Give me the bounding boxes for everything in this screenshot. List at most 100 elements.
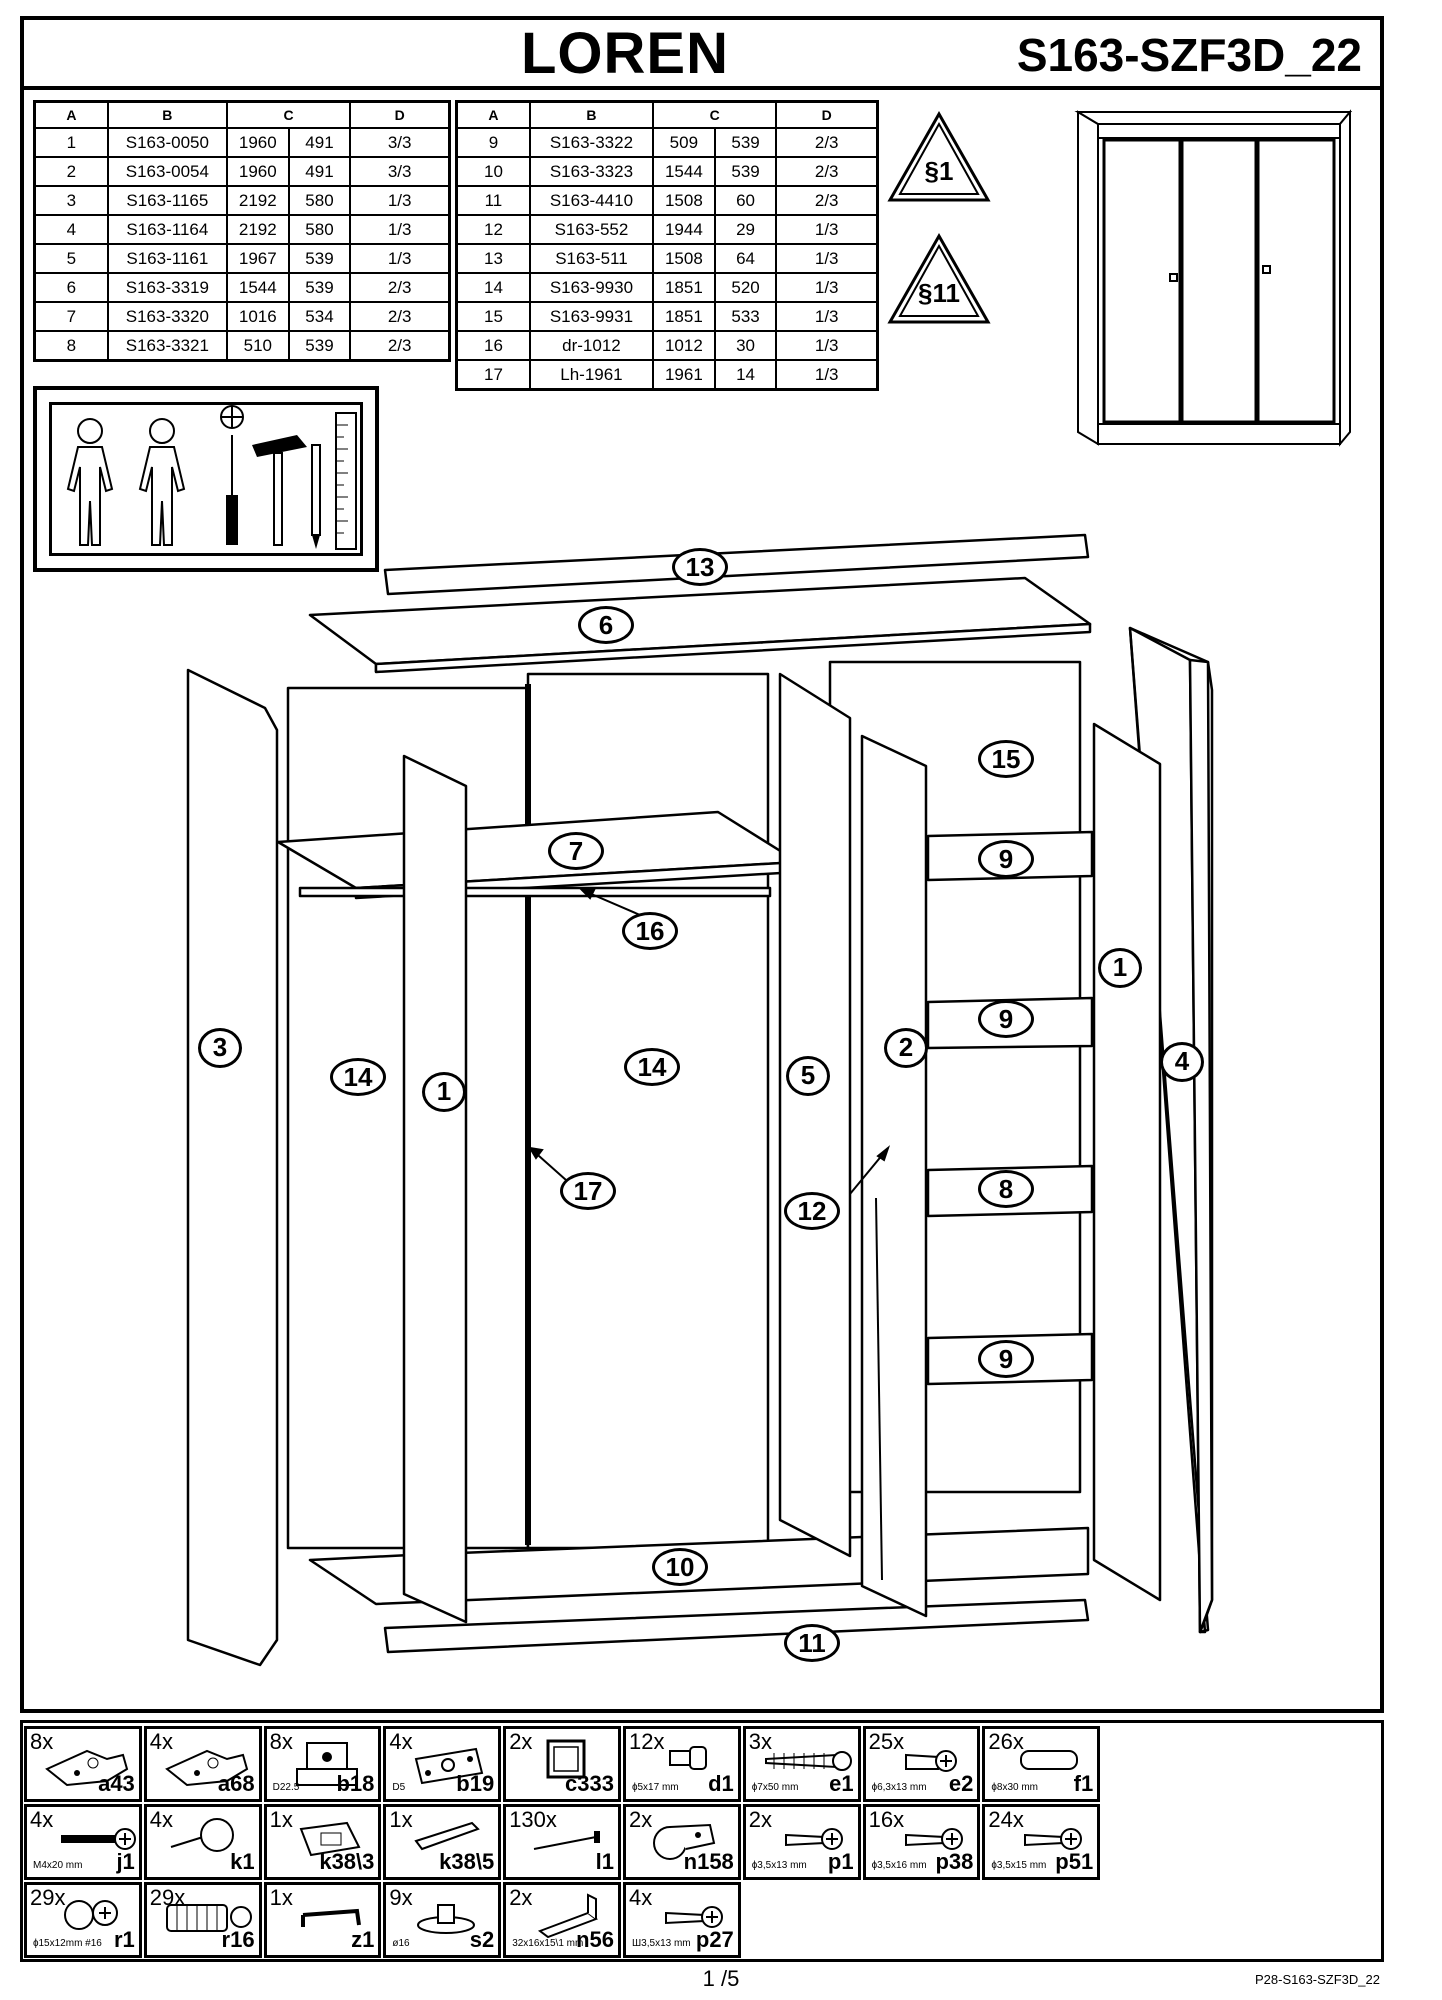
callout-part: 11 (784, 1624, 840, 1662)
hardware-qty: 1x (269, 1807, 293, 1832)
table-cell: 9 (455, 127, 531, 158)
callout-part: 14 (330, 1058, 386, 1096)
hardware-code: p27 (695, 1927, 734, 1952)
allen-key-icon (300, 1908, 361, 1927)
table-cell: 15 (455, 301, 531, 332)
table-cell: 1/3 (775, 359, 879, 391)
hardware-code: k1 (230, 1849, 255, 1874)
person-icon (138, 418, 186, 546)
hinge-icon (164, 1749, 248, 1787)
callout-part: 10 (652, 1548, 708, 1586)
part-14-back-mid (526, 672, 770, 1550)
table-cell: 1/3 (775, 301, 879, 332)
hardware-qty: 1x (269, 1885, 293, 1910)
table-cell: S163-3319 (106, 272, 228, 303)
part-16-rail (298, 886, 772, 898)
table-cell: 1/3 (775, 214, 879, 245)
hardware-qty: 9x (389, 1885, 413, 1910)
table-cell: 491 (287, 156, 352, 187)
table-cell: 1 (33, 127, 109, 158)
hardware-code: z1 (351, 1927, 375, 1952)
hardware-code: e1 (829, 1771, 854, 1796)
screwdriver-icon (226, 435, 238, 545)
part-1-door-right (1092, 722, 1162, 1602)
callout-part: 7 (548, 832, 604, 870)
hardware-code: j1 (116, 1849, 135, 1874)
table-cell: S163-1165 (106, 185, 228, 216)
table-cell: 2 (33, 156, 109, 187)
hardware-size: Ш3,5x13 mm (632, 1938, 691, 1949)
warning-triangle: §11 (886, 232, 992, 326)
table-cell: 1960 (225, 156, 290, 187)
hardware-code: p38 (935, 1849, 974, 1874)
table-cell: S163-552 (528, 214, 655, 245)
hardware-code: r16 (221, 1927, 255, 1952)
table-cell: S163-3321 (106, 330, 228, 362)
hardware-size: ɸ6,3x13 mm (871, 1782, 927, 1793)
table-cell: 1/3 (775, 272, 879, 303)
hardware-size: ɸ3,5x13 mm (751, 1860, 807, 1871)
table-cell: 1544 (225, 272, 290, 303)
callout-part: 12 (784, 1192, 840, 1230)
hinge-icon (45, 1749, 129, 1787)
hardware-code: s2 (469, 1927, 495, 1952)
hardware-qty: 3x (748, 1729, 773, 1754)
hardware-qty: 1x (389, 1807, 413, 1832)
col-header: B (528, 100, 655, 129)
dowel-icon (1020, 1750, 1079, 1770)
callout-part: 9 (978, 1340, 1034, 1378)
hardware-code: a43 (98, 1771, 135, 1796)
pencil-icon (311, 444, 321, 549)
warning-label: §1 (924, 156, 954, 186)
table-cell: 10 (455, 156, 531, 187)
table-cell: S163-4410 (528, 185, 655, 216)
hardware-item: 1x z1 (263, 1882, 382, 1958)
table-cell: S163-9931 (528, 301, 655, 332)
callout-part: 9 (978, 840, 1034, 878)
table-cell: 2/3 (775, 185, 879, 216)
header-bar: LOREN S163-SZF3D_22 (20, 16, 1384, 90)
table-cell: 60 (713, 185, 778, 216)
hardware-code: n158 (683, 1849, 734, 1874)
table-cell: 30 (713, 330, 778, 361)
col-header: A (455, 100, 531, 129)
hardware-code: l1 (595, 1849, 614, 1874)
table-cell: 1961 (652, 359, 716, 391)
square-pad-icon (546, 1739, 586, 1779)
bar-icon (414, 1821, 481, 1851)
table-cell: S163-3323 (528, 156, 655, 187)
mounting-plate-icon (415, 1747, 484, 1785)
cam-lock-icon (64, 1900, 118, 1930)
hardware-size: 32x16x15\1 mm (512, 1938, 584, 1949)
hardware-code: d1 (708, 1771, 734, 1796)
hardware-code: r1 (114, 1927, 135, 1952)
table-cell: 510 (225, 330, 290, 362)
table-cell: 534 (287, 301, 352, 332)
hardware-code: b18 (336, 1771, 375, 1796)
cam-bolt-icon (165, 1904, 252, 1932)
table-cell: 539 (287, 243, 352, 274)
hardware-qty: 8x (269, 1729, 293, 1754)
wardrobe-preview-icon (1074, 109, 1353, 447)
hardware-code: f1 (1073, 1771, 1094, 1796)
table-cell: 3 (33, 185, 109, 216)
table-cell: S163-1164 (106, 214, 228, 245)
ruler-icon (335, 412, 357, 550)
tools-inner-frame (49, 402, 363, 556)
table-cell: 1508 (652, 185, 716, 216)
bolt-icon (61, 1828, 136, 1850)
table-cell: 14 (713, 359, 778, 391)
